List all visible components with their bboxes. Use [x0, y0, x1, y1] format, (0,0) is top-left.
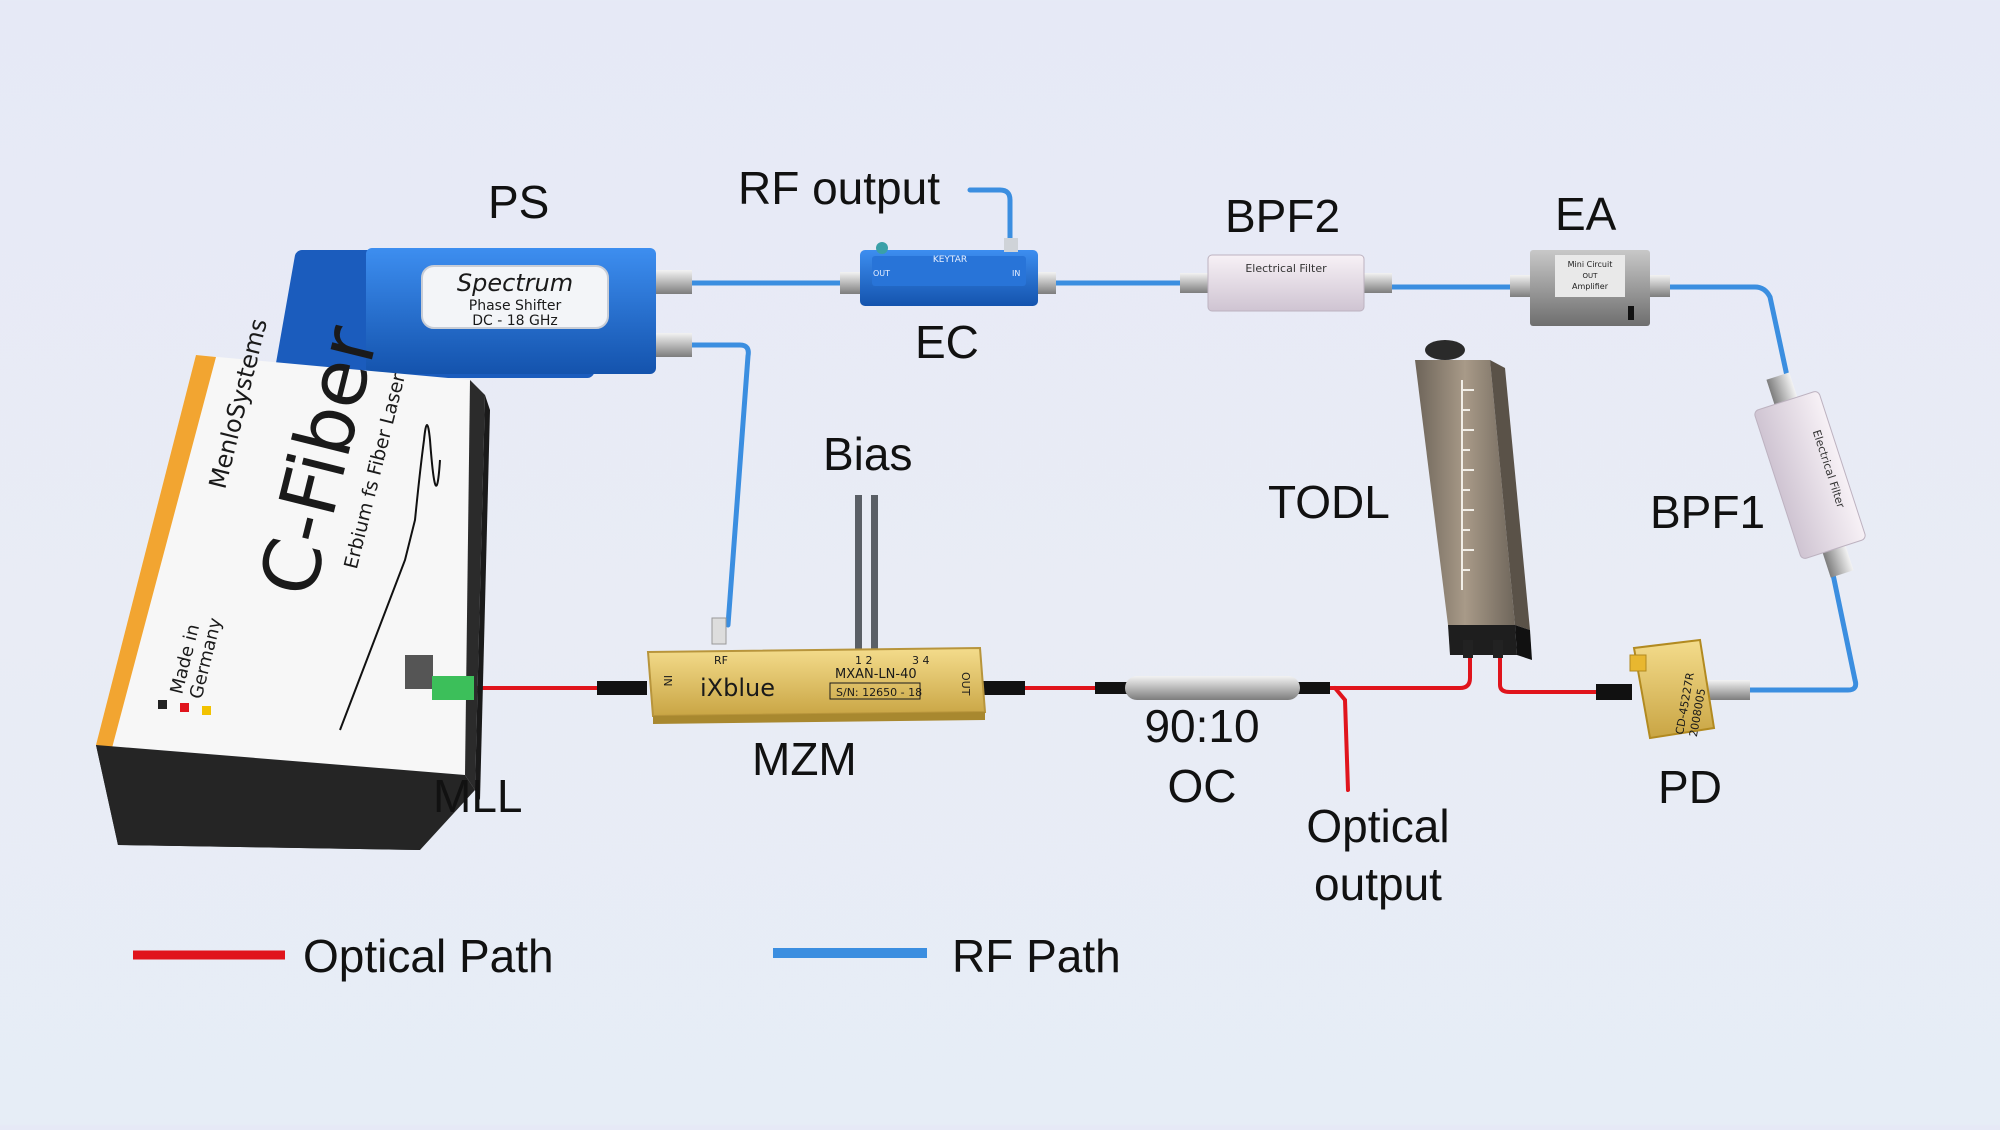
legend: Optical Path RF Path	[133, 930, 1121, 982]
label-ps: PS	[488, 176, 549, 228]
mzm-pins2: 3 4	[912, 654, 930, 667]
label-mzm: MZM	[752, 733, 857, 785]
label-mll: MLL	[433, 770, 522, 822]
mzm-device: iXblue MXAN-LN-40 S/N: 12650 - 18 RF 1 2…	[597, 495, 1025, 724]
ea-line2: OUT	[1583, 272, 1599, 280]
fiber-optical-output	[1333, 686, 1350, 792]
mzm-serial: S/N: 12650 - 18	[836, 686, 922, 699]
label-ec: EC	[915, 316, 979, 368]
electrical-coupler-device: KEYTAR OUT IN	[840, 238, 1056, 306]
ps-brand: Spectrum	[457, 269, 573, 297]
mzm-model: MXAN-LN-40	[835, 667, 917, 682]
phase-shifter-device: Spectrum Phase Shifter DC - 18 GHz	[274, 248, 692, 378]
component-labels: PS RF output EC BPF2 EA Bias TODL BPF1 M…	[433, 162, 1765, 910]
ec-brand: KEYTAR	[933, 255, 967, 265]
label-todl: TODL	[1268, 476, 1390, 528]
legend-optical-label: Optical Path	[303, 930, 554, 982]
label-oc-ratio: 90:10	[1144, 700, 1259, 752]
bpf2-device: Electrical Filter	[1180, 254, 1392, 312]
mzm-rf: RF	[714, 654, 728, 667]
rf-cable-ec-rf-output	[967, 187, 1013, 243]
label-optical-output-1: Optical	[1306, 800, 1449, 852]
mll-device: C-Fiber Erbium fs Fiber Laser MenloSyste…	[96, 316, 490, 850]
ps-line2: DC - 18 GHz	[472, 313, 558, 329]
label-bias: Bias	[823, 428, 912, 480]
mzm-pins: 1 2	[855, 654, 873, 667]
rf-cable-bpf1-to-pd	[1747, 557, 1859, 693]
ea-device: Mini Circuit OUT Amplifier	[1510, 250, 1670, 326]
bpf2-text: Electrical Filter	[1245, 262, 1327, 275]
ec-out: OUT	[873, 269, 890, 278]
mzm-brand: iXblue	[700, 674, 775, 702]
fiber-oc-to-todl	[1328, 653, 1472, 690]
rf-cable-ps-to-mzm	[687, 342, 751, 628]
label-bpf1: BPF1	[1650, 486, 1765, 538]
label-bpf2: BPF2	[1225, 190, 1340, 242]
ea-line1: Mini Circuit	[1568, 260, 1613, 269]
mzm-in: IN	[661, 675, 674, 686]
rf-cable-ea-to-bpf1	[1657, 284, 1793, 393]
todl-device	[1415, 340, 1532, 660]
ea-line3: Amplifier	[1572, 282, 1609, 291]
ec-in: IN	[1012, 269, 1020, 278]
mzm-out: OUT	[959, 672, 972, 696]
optical-fibers	[468, 653, 1612, 792]
ps-line1: Phase Shifter	[469, 298, 562, 314]
legend-rf-label: RF Path	[952, 930, 1121, 982]
fiber-todl-to-pd	[1498, 653, 1612, 694]
oc-device	[1095, 676, 1330, 700]
label-pd: PD	[1658, 761, 1722, 813]
pd-device: CD-45227R 2008005	[1596, 638, 1750, 740]
bpf1-device: Electrical Filter	[1754, 372, 1866, 578]
label-rf-output: RF output	[738, 162, 940, 214]
label-optical-output-2: output	[1314, 858, 1442, 910]
label-oc: OC	[1168, 760, 1237, 812]
label-ea: EA	[1555, 188, 1617, 240]
rf-cables	[687, 187, 1859, 693]
